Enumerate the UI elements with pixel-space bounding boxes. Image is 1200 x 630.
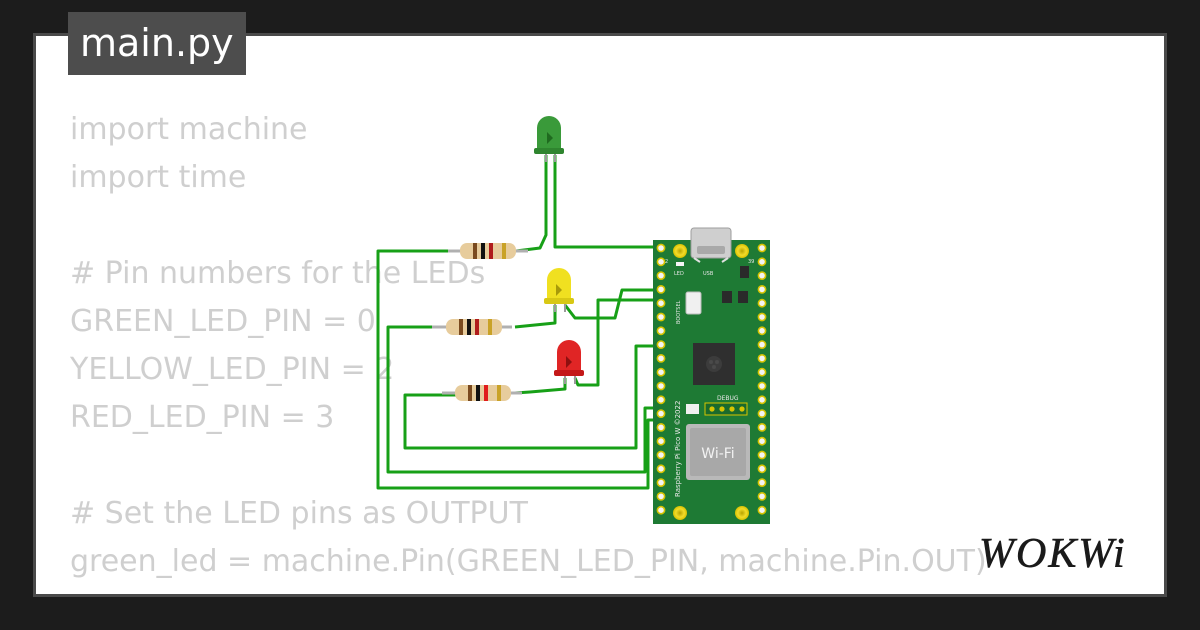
pin-hole	[656, 395, 666, 405]
board-led-label: LED	[674, 271, 684, 277]
board-name: Raspberry Pi Pico W ©2022	[674, 401, 682, 497]
pin-hole	[757, 353, 767, 363]
debug-label: DEBUG	[717, 395, 739, 402]
wire-green-led-to-resistor	[515, 155, 548, 253]
wire-resistor1-to-ground	[376, 249, 662, 490]
led-red	[554, 340, 584, 384]
pin-hole	[757, 271, 767, 280]
pin-hole	[656, 450, 666, 460]
pin-hole	[757, 464, 767, 474]
mount-pad	[735, 506, 749, 520]
file-tab-label: main.py	[80, 21, 234, 65]
file-tab[interactable]: main.py	[68, 12, 246, 75]
resistor-2	[432, 319, 512, 335]
code-line: GREEN_LED_PIN = 0	[70, 304, 376, 339]
pin-hole	[757, 340, 767, 349]
board-pin-label-left: 2	[665, 259, 668, 265]
pin-hole	[757, 505, 767, 515]
pin-hole	[656, 298, 666, 308]
led-yellow	[544, 268, 574, 312]
board-pin-holes	[656, 243, 767, 515]
pin-hole	[656, 312, 666, 322]
pin-hole	[757, 326, 767, 336]
pin-hole	[656, 257, 666, 267]
mount-pad	[735, 244, 749, 258]
wire-green-led-to-pin	[553, 155, 662, 249]
pin-hole	[656, 505, 666, 515]
pin-hole	[656, 326, 666, 336]
pin-hole	[656, 409, 666, 418]
wire-resistor3-to-ground	[403, 344, 662, 450]
pin-hole	[757, 478, 767, 487]
pin-hole	[757, 312, 767, 322]
pin-hole	[757, 450, 767, 460]
code-line: import machine	[70, 112, 308, 147]
mount-pad	[673, 506, 687, 520]
pin-hole	[656, 422, 666, 432]
pin-hole	[656, 340, 666, 349]
board-pin-label-right: 39	[748, 259, 754, 265]
code-line: green_led = machine.Pin(GREEN_LED_PIN, m…	[70, 544, 987, 579]
pin-hole	[757, 422, 767, 432]
pin-hole	[757, 298, 767, 308]
board-usb-label: USB	[703, 271, 714, 277]
wires	[376, 155, 662, 490]
resistor-1	[448, 243, 528, 259]
pin-hole	[757, 395, 767, 405]
wire-red-led-to-pin	[573, 298, 662, 387]
wire-red-led-to-resistor	[514, 378, 567, 395]
pin-hole	[757, 381, 767, 391]
led-green	[534, 116, 564, 162]
wire-resistor2-to-ground	[386, 325, 662, 474]
code-line: yellow_led = machine.Pin(YELLOW_LED_PIN,…	[70, 586, 1014, 594]
pin-hole	[656, 243, 666, 253]
pin-hole	[757, 257, 767, 267]
resistor-3	[442, 385, 522, 401]
wokwi-logo: WOKWi	[979, 531, 1127, 578]
mount-pad	[673, 244, 687, 258]
code-line: # Set the LED pins as OUTPUT	[70, 496, 528, 531]
pin-hole	[656, 367, 666, 377]
pin-hole	[656, 478, 666, 487]
bootsel-button	[685, 291, 702, 315]
pin-hole	[656, 491, 666, 501]
wire-yellow-led-to-resistor	[514, 305, 557, 329]
wire-yellow-led-to-pin	[563, 288, 662, 320]
wokwi-logo-text: WOKWi	[979, 531, 1127, 577]
code-line: RED_LED_PIN = 3	[70, 400, 335, 435]
pin-hole	[757, 436, 767, 446]
pin-hole	[656, 271, 666, 280]
pin-hole	[656, 381, 666, 391]
code-line: import time	[70, 160, 247, 195]
bootsel-label: BOOTSEL	[676, 300, 682, 324]
code-line: YELLOW_LED_PIN = 2	[70, 352, 395, 387]
pin-hole	[757, 367, 767, 377]
wifi-module-label: Wi-Fi	[701, 446, 734, 462]
pin-hole	[656, 284, 666, 294]
pin-hole	[757, 491, 767, 501]
pin-hole	[757, 409, 767, 418]
pin-hole	[757, 243, 767, 253]
pin-hole	[656, 353, 666, 363]
pin-hole	[656, 464, 666, 474]
pin-hole	[757, 284, 767, 294]
pin-hole	[656, 436, 666, 446]
pico-board[interactable]: LED USB 2 39 BOOTSEL DEBUG Wi-Fi Raspber…	[653, 227, 770, 524]
